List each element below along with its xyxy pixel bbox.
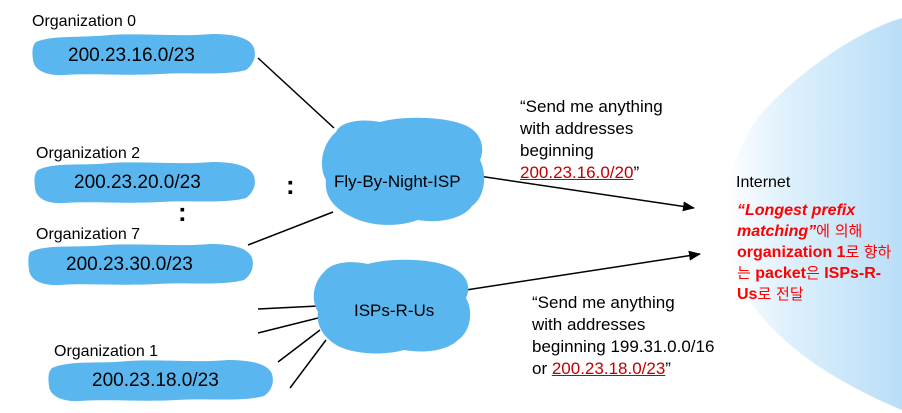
lpm-note-part7: 은 (805, 264, 820, 282)
message-flybynight-line3: beginning (520, 141, 594, 160)
link-org0-flyisp (257, 57, 335, 129)
org-prefix-2: 200.23.20.0/23 (74, 172, 201, 193)
message-flybynight-close: ” (633, 163, 640, 182)
lpm-note-part3: organization 1 (737, 244, 846, 261)
lpm-note: “Longest prefix matching”에 의해 organizati… (737, 200, 897, 305)
org-prefix-7: 200.23.30.0/23 (66, 254, 193, 275)
message-flybynight: “Send me anything with addresses beginni… (520, 96, 663, 184)
message-ispsrus-or: or (532, 359, 552, 378)
ellipsis-orgs: : (178, 197, 187, 227)
message-flybynight-prefix: 200.23.16.0/20 (520, 163, 634, 182)
link-ispsrus-1 (257, 305, 319, 310)
link-org7-flyisp (247, 211, 334, 246)
org-prefix-1: 200.23.18.0/23 (92, 370, 219, 391)
link-ispsrus-2 (257, 317, 319, 334)
isp-name-ispsrus: ISPs-R-Us (354, 301, 435, 320)
isp-cloud-ispsrus (313, 259, 471, 354)
lpm-note-part5: 향하는 (737, 243, 892, 282)
arrow-flyisp-internet (471, 174, 695, 212)
lpm-note-part9: 로 전달 (757, 285, 804, 303)
message-ispsrus-close: ” (665, 359, 671, 378)
message-flybynight-line2: with addresses (520, 119, 634, 138)
ellipsis-links: : (286, 170, 295, 200)
message-ispsrus-prefix: 200.23.18.0/23 (551, 359, 666, 378)
message-ispsrus: “Send me anything with addresses beginni… (532, 292, 714, 380)
lpm-note-part6: packet (755, 265, 806, 282)
lpm-note-part1: “Longest prefix matching” (737, 202, 856, 240)
link-ispsrus-3 (277, 329, 321, 363)
org-label-0: Organization 0 (32, 13, 137, 30)
org-label-1: Organization 1 (54, 343, 159, 360)
lpm-note-part2: 에 의해 (816, 222, 863, 240)
message-ispsrus-line2: with addresses (532, 315, 646, 334)
isp-name-flybynight: Fly-By-Night-ISP (334, 172, 461, 191)
internet-title: Internet (736, 174, 791, 191)
message-ispsrus-line1: “Send me anything (532, 293, 675, 312)
org-label-7: Organization 7 (36, 226, 141, 243)
message-flybynight-line1: “Send me anything (520, 97, 663, 116)
org-prefix-0: 200.23.16.0/23 (68, 45, 195, 66)
org-cloud-1 (48, 360, 273, 402)
arrow-ispsrus-internet (465, 250, 701, 291)
org-cloud-2 (34, 162, 255, 204)
link-ispsrus-4 (289, 339, 327, 389)
org-label-2: Organization 2 (36, 145, 141, 162)
lpm-note-part4: 로 (845, 243, 860, 261)
isp-cloud-flybynight (321, 117, 485, 225)
lpm-note-part8: ISPs-R-Us (737, 265, 882, 303)
message-ispsrus-line3: beginning 199.31.0.0/16 (532, 337, 715, 356)
org-cloud-0 (32, 34, 255, 76)
org-cloud-7 (28, 244, 253, 286)
internet-cloud (724, 18, 902, 410)
